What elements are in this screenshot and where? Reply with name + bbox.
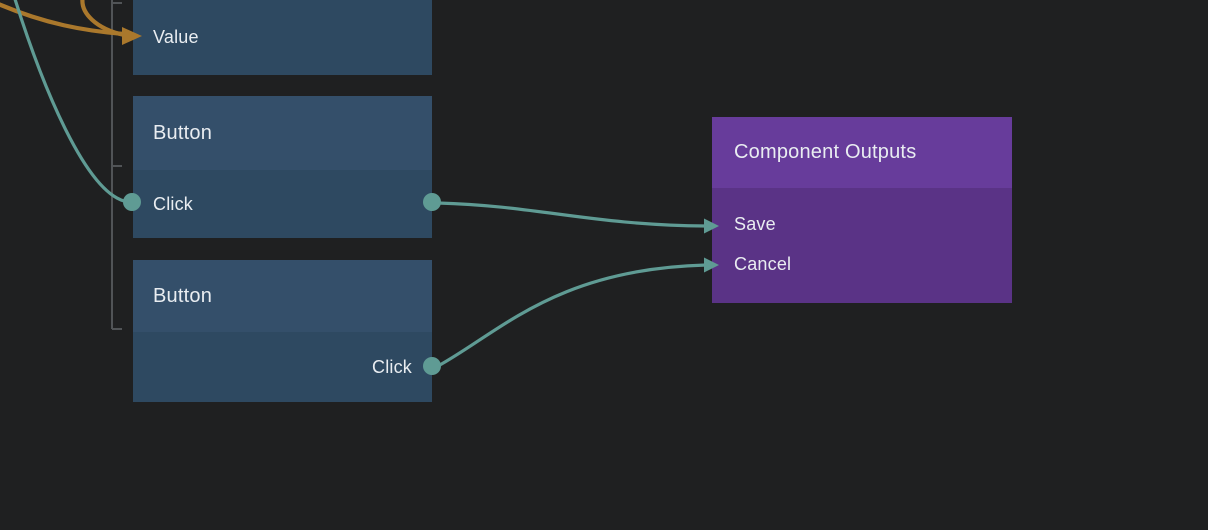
- teal-wire-save[interactable]: [436, 201, 708, 228]
- port-row-cancel[interactable]: Cancel: [712, 244, 1012, 284]
- port-row-click-2[interactable]: Click: [133, 332, 432, 402]
- connection-orange-to-value[interactable]: [0, 0, 142, 45]
- node-button-2-body: Click: [133, 332, 432, 402]
- node-component-outputs[interactable]: Component Outputs Save Cancel: [712, 117, 1012, 303]
- port-label-click-1: Click: [153, 193, 193, 214]
- node-component-outputs-title-bar[interactable]: Component Outputs: [712, 117, 1012, 188]
- port-label-click-2: Click: [372, 356, 412, 377]
- node-button-2-title-bar[interactable]: Button: [133, 260, 432, 332]
- connection-teal-to-click-1[interactable]: [13, 0, 126, 203]
- port-row-click-1[interactable]: Click: [133, 170, 432, 238]
- port-label-cancel: Cancel: [734, 253, 792, 274]
- connection-click2-to-cancel[interactable]: [436, 257, 719, 368]
- node-button-1[interactable]: Button Click: [133, 96, 432, 238]
- orange-wire-b[interactable]: [80, 0, 127, 38]
- node-component-outputs-title: Component Outputs: [734, 141, 917, 163]
- node-button-1-title-bar[interactable]: Button: [133, 96, 432, 170]
- orange-wire-a[interactable]: [0, 2, 127, 37]
- node-button-2-title: Button: [153, 284, 213, 307]
- node-button-1-body: Click: [133, 170, 432, 238]
- port-label-value: Value: [153, 27, 199, 47]
- teal-wire-cancel[interactable]: [436, 263, 708, 368]
- port-row-value-input[interactable]: Value: [133, 0, 432, 75]
- node-component-outputs-body: Save Cancel: [712, 188, 1012, 303]
- node-value[interactable]: Value: [133, 0, 432, 75]
- node-button-2[interactable]: Button Click: [133, 260, 432, 402]
- teal-wire-in[interactable]: [13, 0, 126, 203]
- node-button-1-title: Button: [153, 121, 213, 144]
- hierarchy-bracket-line: [111, 0, 122, 330]
- port-row-save[interactable]: Save: [712, 204, 1012, 244]
- port-label-save: Save: [734, 213, 776, 234]
- connection-click1-to-save[interactable]: [436, 201, 719, 234]
